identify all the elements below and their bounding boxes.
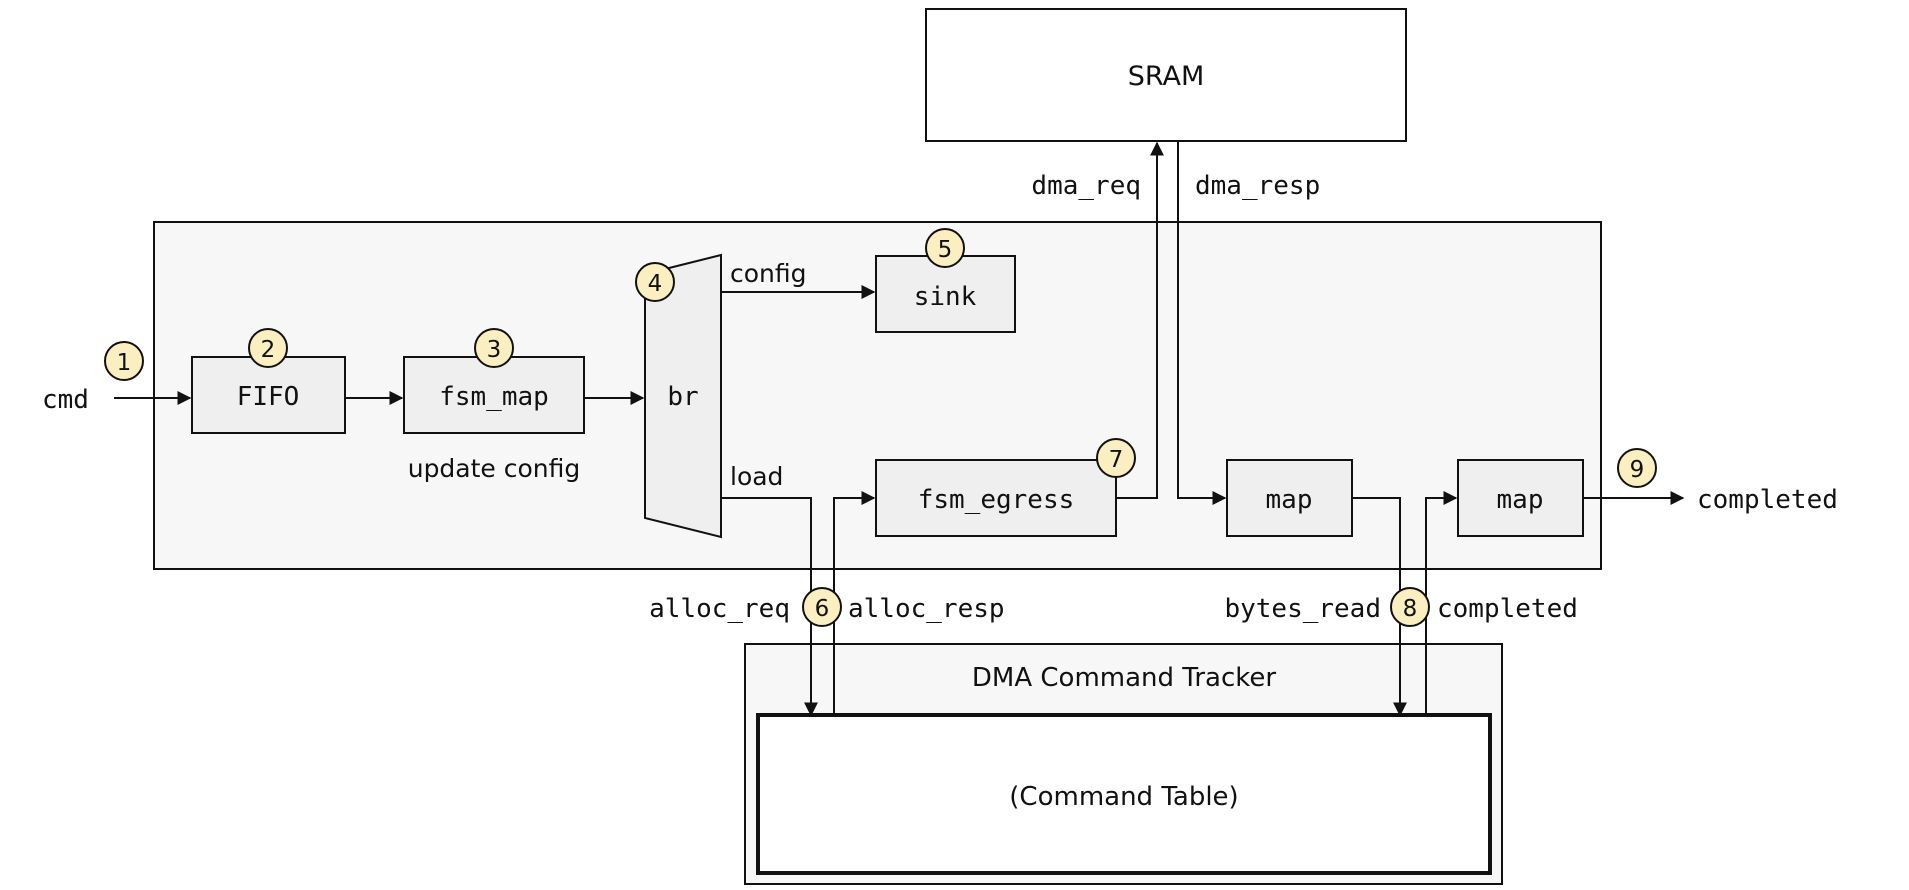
dma-command-tracker-label: DMA Command Tracker (972, 663, 1277, 693)
badge-2-number: 2 (261, 337, 276, 363)
fsm-egress-label: fsm_egress (918, 485, 1075, 515)
badge-8-number: 8 (1403, 596, 1418, 622)
signal-tracker-completed-label: completed (1437, 594, 1578, 624)
signal-bytes-read-label: bytes_read (1224, 594, 1381, 624)
fifo-block (191, 356, 346, 434)
wire-dma-req (1116, 141, 1164, 499)
badge-9-number: 9 (1630, 457, 1645, 483)
fifo-label: FIFO (237, 382, 300, 412)
badge-4: 4 (635, 262, 675, 302)
br-label: br (667, 382, 698, 412)
badge-2: 2 (248, 328, 288, 368)
badge-5-number: 5 (938, 237, 953, 263)
badge-7: 7 (1096, 438, 1136, 478)
badge-6-number: 6 (815, 596, 830, 622)
badge-6: 6 (802, 587, 842, 627)
badge-7-number: 7 (1109, 447, 1124, 473)
sink-label: sink (914, 282, 977, 312)
br-mux-block (644, 253, 722, 539)
signal-cmd-label: cmd (42, 385, 89, 415)
map-label-2: map (1497, 485, 1544, 515)
fsm-map-block (403, 356, 585, 434)
signal-alloc-resp-label: alloc_resp (848, 594, 1005, 624)
map-block-2 (1457, 459, 1584, 537)
sram-block (925, 8, 1407, 142)
wire-dma-resp (1177, 141, 1227, 505)
signal-config-label: config (730, 259, 807, 288)
fsm-map-label: fsm_map (439, 382, 549, 412)
signal-completed-out-label: completed (1697, 485, 1838, 515)
map-label-1: map (1266, 485, 1313, 515)
badge-8: 8 (1390, 587, 1430, 627)
badge-1-number: 1 (117, 350, 132, 376)
signal-load-label: load (730, 462, 783, 491)
signal-alloc-req-label: alloc_req (649, 594, 790, 624)
command-table-block (756, 713, 1492, 875)
signal-dma-resp-label: dma_resp (1195, 171, 1320, 201)
sink-block (875, 255, 1016, 333)
badge-1: 1 (104, 341, 144, 381)
sram-label: SRAM (1128, 61, 1205, 92)
signal-dma-req-label: dma_req (1031, 171, 1141, 201)
update-config-annotation: update config (408, 454, 581, 483)
badge-5: 5 (925, 228, 965, 268)
wire-alloc-resp (833, 491, 876, 715)
badge-3-number: 3 (487, 337, 502, 363)
badge-9: 9 (1617, 448, 1657, 488)
wire-tracker-completed (1425, 491, 1458, 715)
badge-4-number: 4 (648, 271, 663, 297)
wire-bytes-read (1352, 497, 1407, 717)
badge-3: 3 (474, 328, 514, 368)
command-table-label: (Command Table) (1009, 782, 1238, 812)
wire-alloc-req (721, 497, 818, 717)
